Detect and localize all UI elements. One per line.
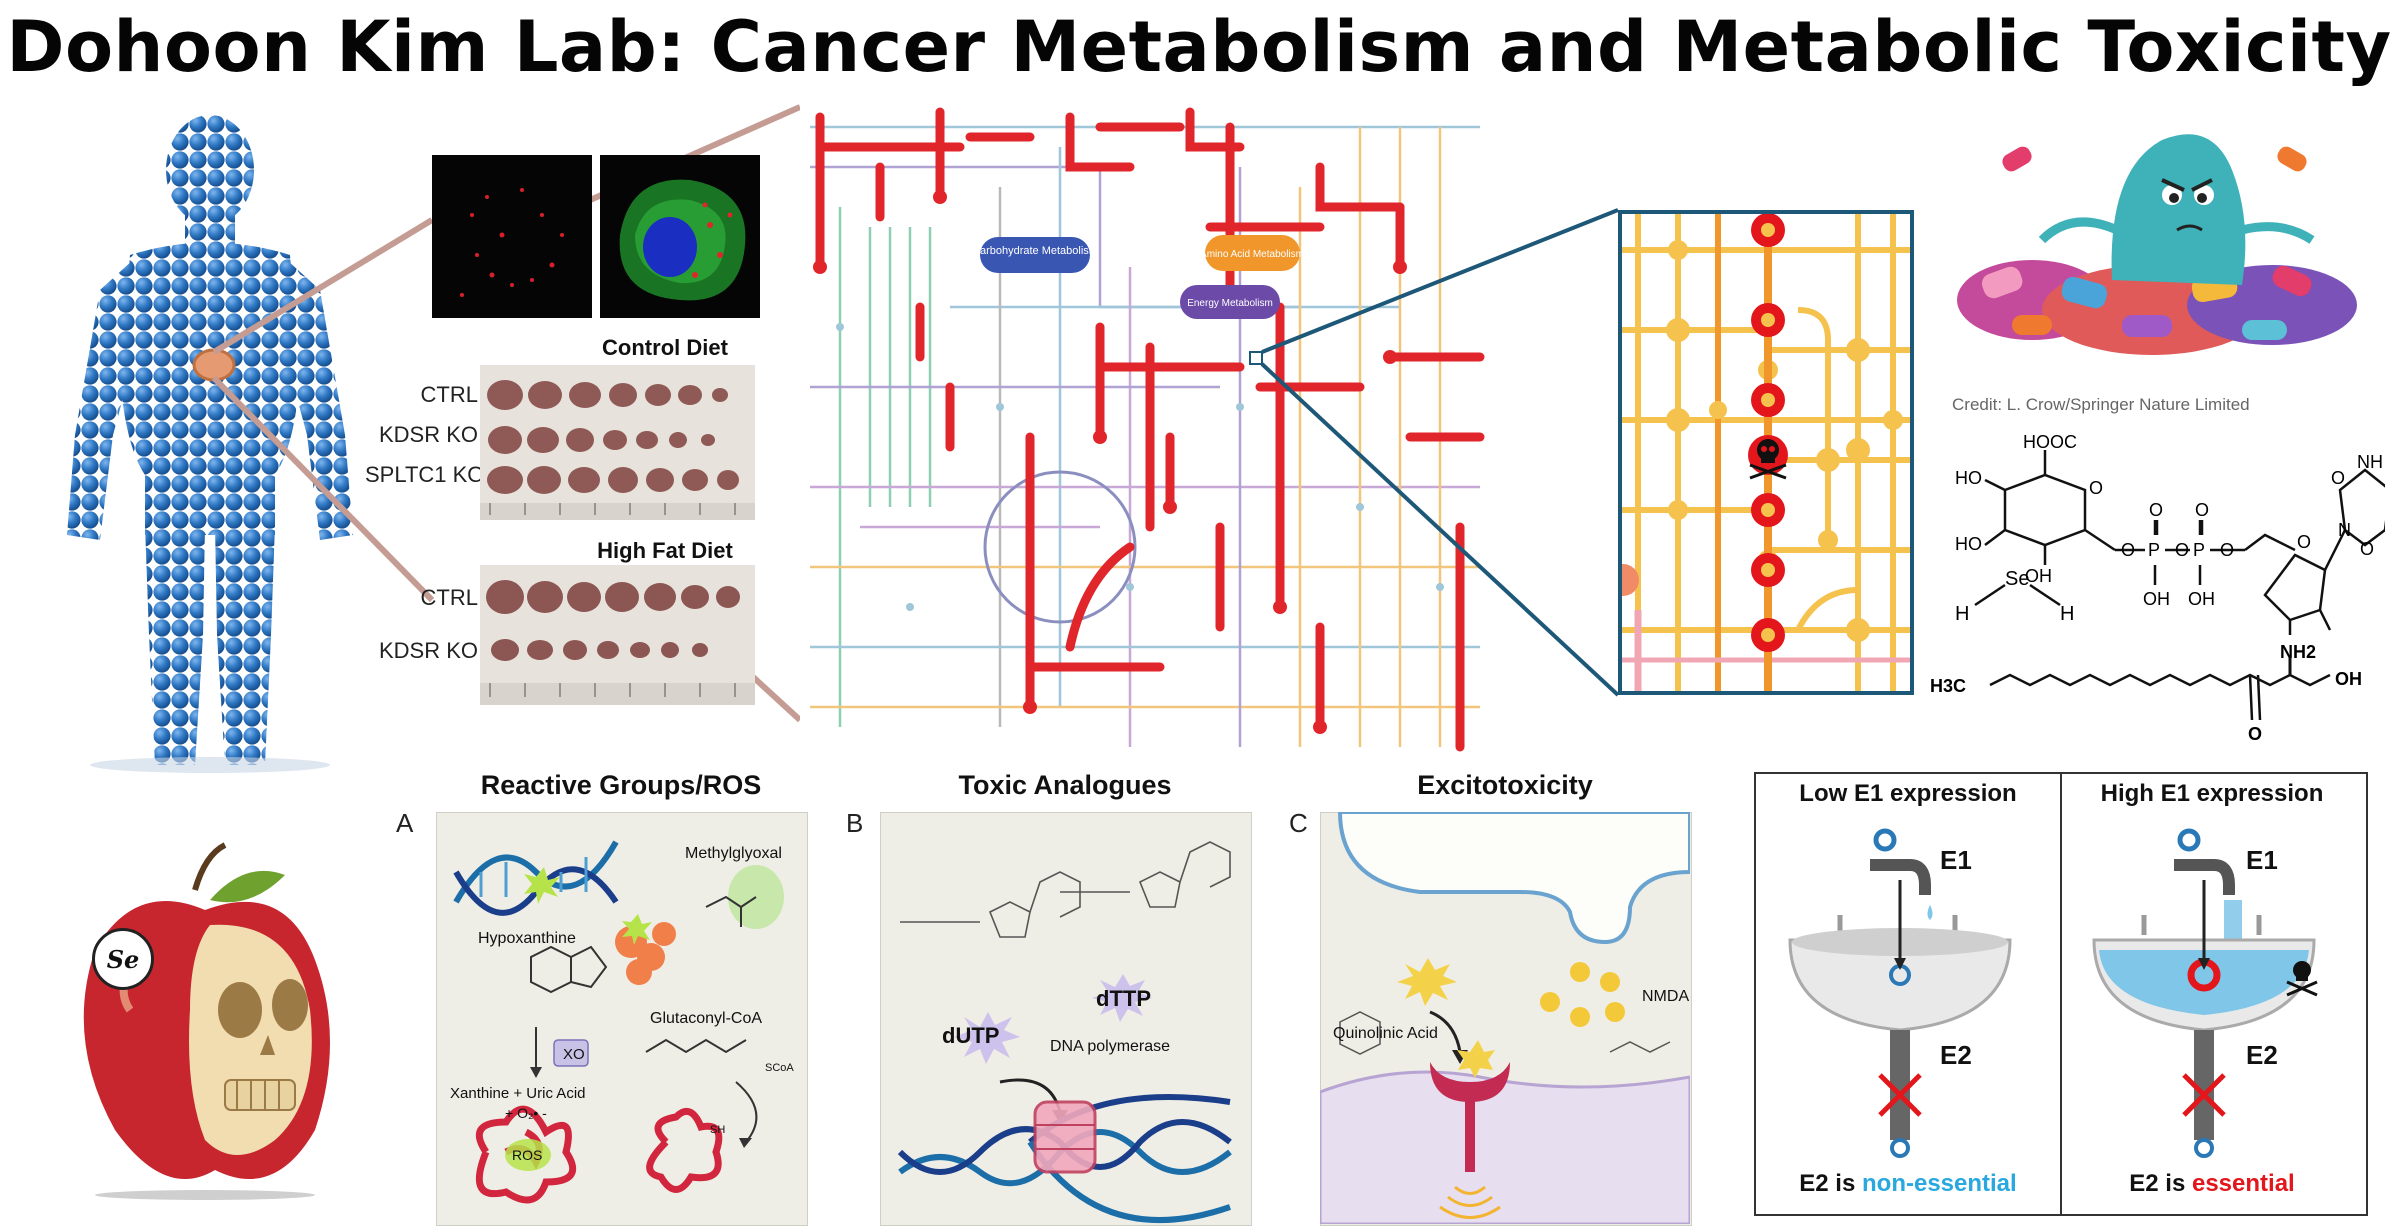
thiol-label: SH xyxy=(710,1124,726,1136)
e2-label-low: E2 xyxy=(1940,1040,1972,1070)
nmda-label: NMDA xyxy=(1642,988,1690,1005)
sugar-monster-illustration xyxy=(1942,110,2372,360)
chem-label: OH xyxy=(2143,589,2170,609)
high-e1-heading: High E1 expression xyxy=(2100,780,2324,807)
microscopy-image-red xyxy=(432,155,592,318)
chem-label: O xyxy=(2360,539,2374,559)
ros-heading: Reactive Groups/ROS xyxy=(480,770,762,800)
tumor-row-label: CTRL xyxy=(420,382,478,407)
toxic-analogues-art xyxy=(897,841,1232,1223)
chem-label: H3C xyxy=(1930,676,1966,696)
tumor-row-label: SPLTC1 KO xyxy=(365,462,485,487)
chem-label: NH2 xyxy=(2280,642,2316,662)
page-title: Dohoon Kim Lab: Cancer Metabolism and Me… xyxy=(6,6,2392,88)
tumor-photo-high-fat xyxy=(480,565,755,705)
xanthine-oxidase-label: XO xyxy=(563,1046,585,1063)
e2-label-high: E2 xyxy=(2246,1040,2278,1070)
low-e1-heading: Low E1 expression xyxy=(1799,780,2017,807)
non-essential-highlight: non-essential xyxy=(1862,1170,2017,1197)
chem-label: P xyxy=(2193,540,2205,560)
pathway-node-label: Energy Metabolism xyxy=(1187,298,1273,309)
scoa-label: SCoA xyxy=(765,1062,794,1074)
enzyme-panel-divider xyxy=(2060,772,2062,1214)
control-diet-heading: Control Diet xyxy=(602,335,728,360)
apple-skull-image xyxy=(83,842,330,1200)
microscopy-image-merged xyxy=(600,155,760,318)
low-e1-sink-diagram xyxy=(1788,828,2012,1158)
dna-polymerase-label: DNA polymerase xyxy=(1050,1038,1171,1055)
methylglyoxal-label: Methylglyoxal xyxy=(685,845,782,862)
panel-letter-c: C xyxy=(1289,808,1308,838)
chem-label: O xyxy=(2297,532,2311,552)
chem-label: O xyxy=(2089,478,2103,498)
high-e1-caption: E2 is essential xyxy=(2062,1170,2362,1198)
xanthine-uric-acid-label: Xanthine + Uric Acid xyxy=(450,1085,586,1102)
chem-label: OH xyxy=(2025,566,2052,586)
excitotoxicity-heading: Excitotoxicity xyxy=(1417,770,1593,800)
high-fat-diet-heading: High Fat Diet xyxy=(597,538,733,563)
panel-letter-b: B xyxy=(846,808,864,838)
chem-label: HOOC xyxy=(2023,432,2077,452)
chem-label: H xyxy=(1955,603,1969,625)
image-credit: Credit: L. Crow/Springer Nature Limited xyxy=(1952,395,2250,414)
sphinganine-structure: H3C NH2 OH O xyxy=(1930,642,2362,744)
ros-label: ROS xyxy=(512,1147,543,1163)
chem-label: HO xyxy=(1955,534,1982,554)
selenium-badge: Se xyxy=(92,928,154,990)
metabolic-pathway-map: Carbohydrate Metabolism Amino Acid Metab… xyxy=(800,107,1490,752)
skull-crossbones-icon xyxy=(2286,961,2318,997)
caption-prefix: E2 is xyxy=(2129,1170,2186,1197)
chem-label: O xyxy=(2331,468,2345,488)
tumor-photo-control xyxy=(480,365,755,520)
human-body-figure xyxy=(67,115,353,773)
chem-label: N xyxy=(2338,520,2351,540)
chem-label: OH xyxy=(2188,589,2215,609)
skull-crossbones-icon xyxy=(1748,435,1788,480)
chem-label: O xyxy=(2195,500,2209,520)
e1-label-high: E1 xyxy=(2246,845,2278,875)
glutaconyl-coa-label: Glutaconyl-CoA xyxy=(650,1010,763,1027)
chem-label: P xyxy=(2148,540,2160,560)
toxic-analogues-heading: Toxic Analogues xyxy=(958,770,1172,800)
superoxide-label: + O₂• - xyxy=(505,1105,547,1121)
chem-label: Se xyxy=(2005,568,2029,590)
selenium-badge-label: Se xyxy=(106,944,140,974)
chem-label: O xyxy=(2248,724,2262,744)
caption-prefix: E2 is xyxy=(1799,1170,1856,1197)
panel-letter-a: A xyxy=(396,808,414,838)
chem-label: H xyxy=(2060,603,2074,625)
chem-label: OH xyxy=(2335,669,2362,689)
chem-label: O xyxy=(2121,540,2135,560)
low-e1-caption: E2 is non-essential xyxy=(1756,1170,2060,1198)
e1-label-low: E1 xyxy=(1940,845,1972,875)
pathway-node-label: Carbohydrate Metabolism xyxy=(972,245,1098,257)
hypoxanthine-label: Hypoxanthine xyxy=(478,930,576,947)
chem-label: NH xyxy=(2357,452,2383,472)
dttp-label: dTTP xyxy=(1096,986,1151,1011)
tumor-row-label: KDSR KO xyxy=(378,422,478,447)
high-e1-sink-diagram xyxy=(2092,828,2318,1158)
udp-glucuronic-acid-structure: HOOC HO HO OH O O P O P O O O OH OH O N … xyxy=(1955,432,2385,635)
essential-highlight: essential xyxy=(2191,1170,2295,1197)
chem-label: HO xyxy=(1955,468,1982,488)
chem-label: O xyxy=(2149,500,2163,520)
pathway-node-label: Amino Acid Metabolism xyxy=(1200,249,1304,260)
tumor-row-label: CTRL xyxy=(420,585,478,610)
chem-label: O xyxy=(2175,540,2189,560)
zoomed-pathway-inset xyxy=(1618,210,1914,695)
quinolinic-acid-label: Quinolinic Acid xyxy=(1333,1025,1438,1042)
hydrogen-selenide-structure: Se H H xyxy=(1955,568,2074,625)
chem-label: O xyxy=(2220,540,2234,560)
tumor-row-label: KDSR KO xyxy=(378,638,478,663)
tumor-panel: Control Diet CTRL KDSR KO SPLTC1 KO High… xyxy=(355,330,775,725)
ros-panel-art xyxy=(453,840,784,1204)
excitotoxicity-art xyxy=(1320,812,1690,1224)
dutp-label: dUTP xyxy=(942,1023,1000,1048)
